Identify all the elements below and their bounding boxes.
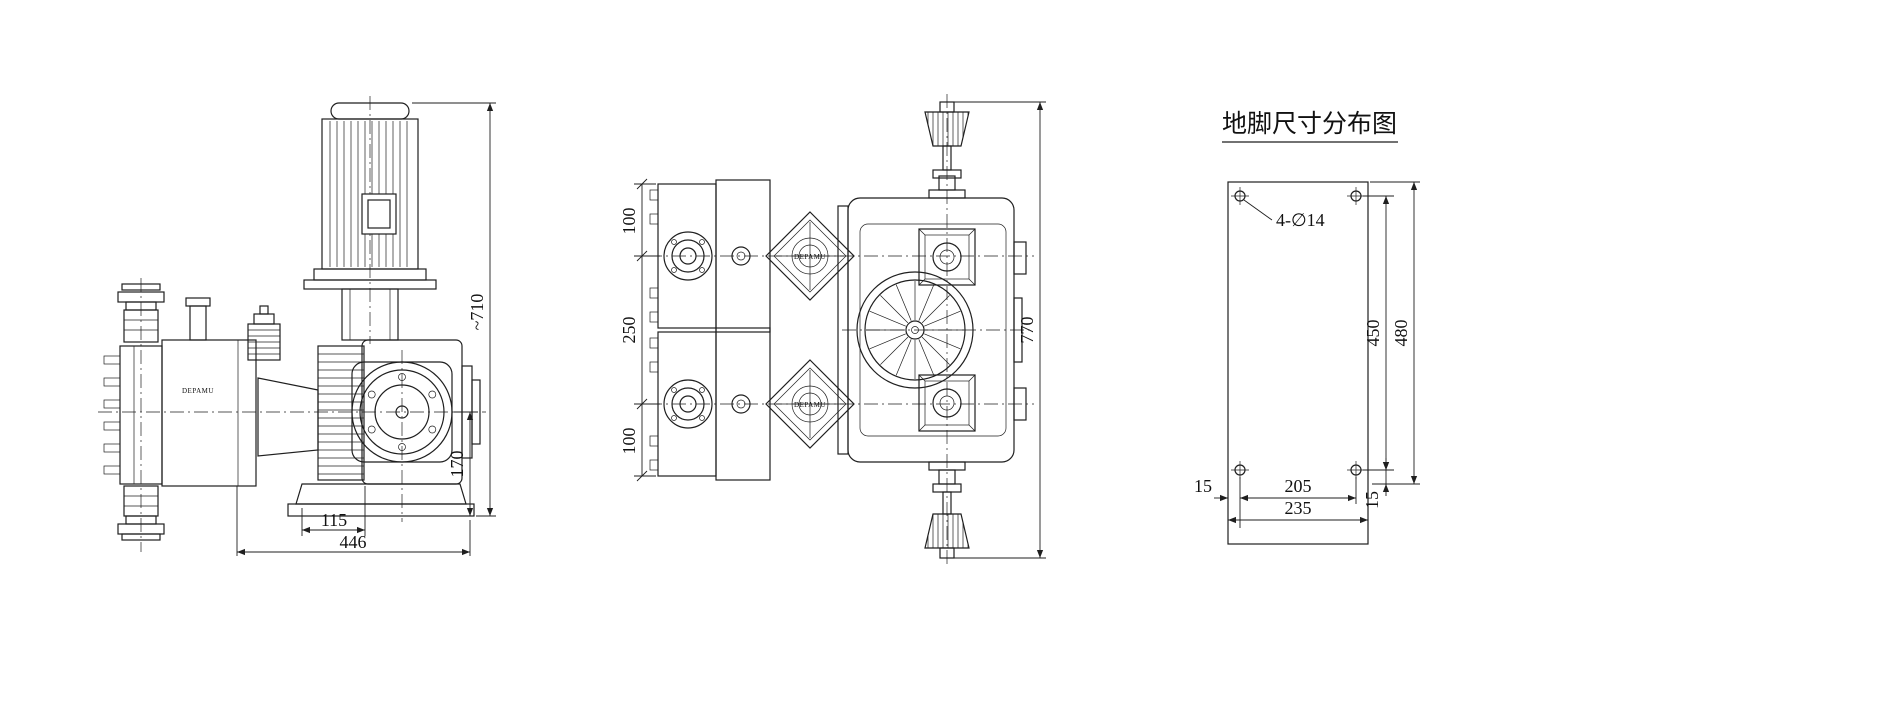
base [287, 483, 475, 517]
side-view: DEPAMU [98, 96, 496, 556]
fan-spokes [866, 281, 964, 379]
base-plate-outline [1227, 181, 1369, 545]
anchor-bolt-holes [1231, 187, 1365, 479]
dim-label-overall-horizontal: 235 [1285, 498, 1312, 518]
flange-bolts [367, 373, 437, 451]
gearbox [185, 297, 481, 485]
relief-valve [247, 305, 281, 361]
suction-valve-top [117, 283, 165, 343]
side-dimensions: ~710 170 115 446 [236, 102, 496, 556]
brand-label-top-bracket: DEPAMU [794, 253, 826, 261]
dim-label-motor-offset: 115 [321, 510, 347, 530]
foundation-title: 地脚尺寸分布图 [1222, 110, 1397, 138]
brand-label-bottom-bracket: DEPAMU [794, 401, 826, 409]
centerlines [648, 94, 1034, 566]
top-view: DEPAMU DEPAMU [619, 94, 1046, 566]
dim-label-center-height: 170 [447, 451, 467, 478]
pump-head: DEPAMU [103, 283, 257, 541]
gearbox-ribs [318, 353, 364, 475]
dim-label-overall-vertical: 480 [1391, 320, 1411, 347]
dim-label-valve-bottom: 100 [619, 428, 639, 455]
dim-label-overall-width: 770 [1017, 317, 1037, 344]
yoke [257, 377, 319, 457]
brand-label-side: DEPAMU [182, 387, 214, 395]
foundation-view: 地脚尺寸分布图 4-∅14 450 480 [1194, 110, 1420, 545]
dim-label-bolt-span-vertical: 450 [1363, 320, 1383, 347]
foundation-dimensions: 450 480 15 205 15 235 [1194, 181, 1420, 528]
top-dimensions: 100 250 100 770 [619, 101, 1046, 559]
valve-flange-bottom [918, 374, 976, 432]
main-body [837, 197, 1027, 463]
hole-callout: 4-∅14 [1243, 199, 1325, 230]
dim-label-valve-top: 100 [619, 208, 639, 235]
dim-label-edge-horizontal: 15 [1194, 476, 1212, 496]
dim-label-overall-height: ~710 [467, 294, 487, 331]
discharge-valve-bottom [117, 485, 165, 541]
dim-label-valve-span: 250 [619, 317, 639, 344]
top-fitting [185, 297, 211, 341]
dim-label-base-length: 446 [340, 532, 367, 552]
valve-flange-top [918, 228, 976, 286]
motor [303, 102, 437, 341]
head-bolts [103, 355, 121, 475]
bracket-top: DEPAMU [765, 211, 855, 301]
dim-label-bolt-span-horizontal: 205 [1285, 476, 1312, 496]
bracket-bottom: DEPAMU [765, 359, 855, 449]
dim-label-edge-vertical: 15 [1362, 491, 1382, 509]
dim-label-bolt-holes: 4-∅14 [1276, 210, 1325, 230]
